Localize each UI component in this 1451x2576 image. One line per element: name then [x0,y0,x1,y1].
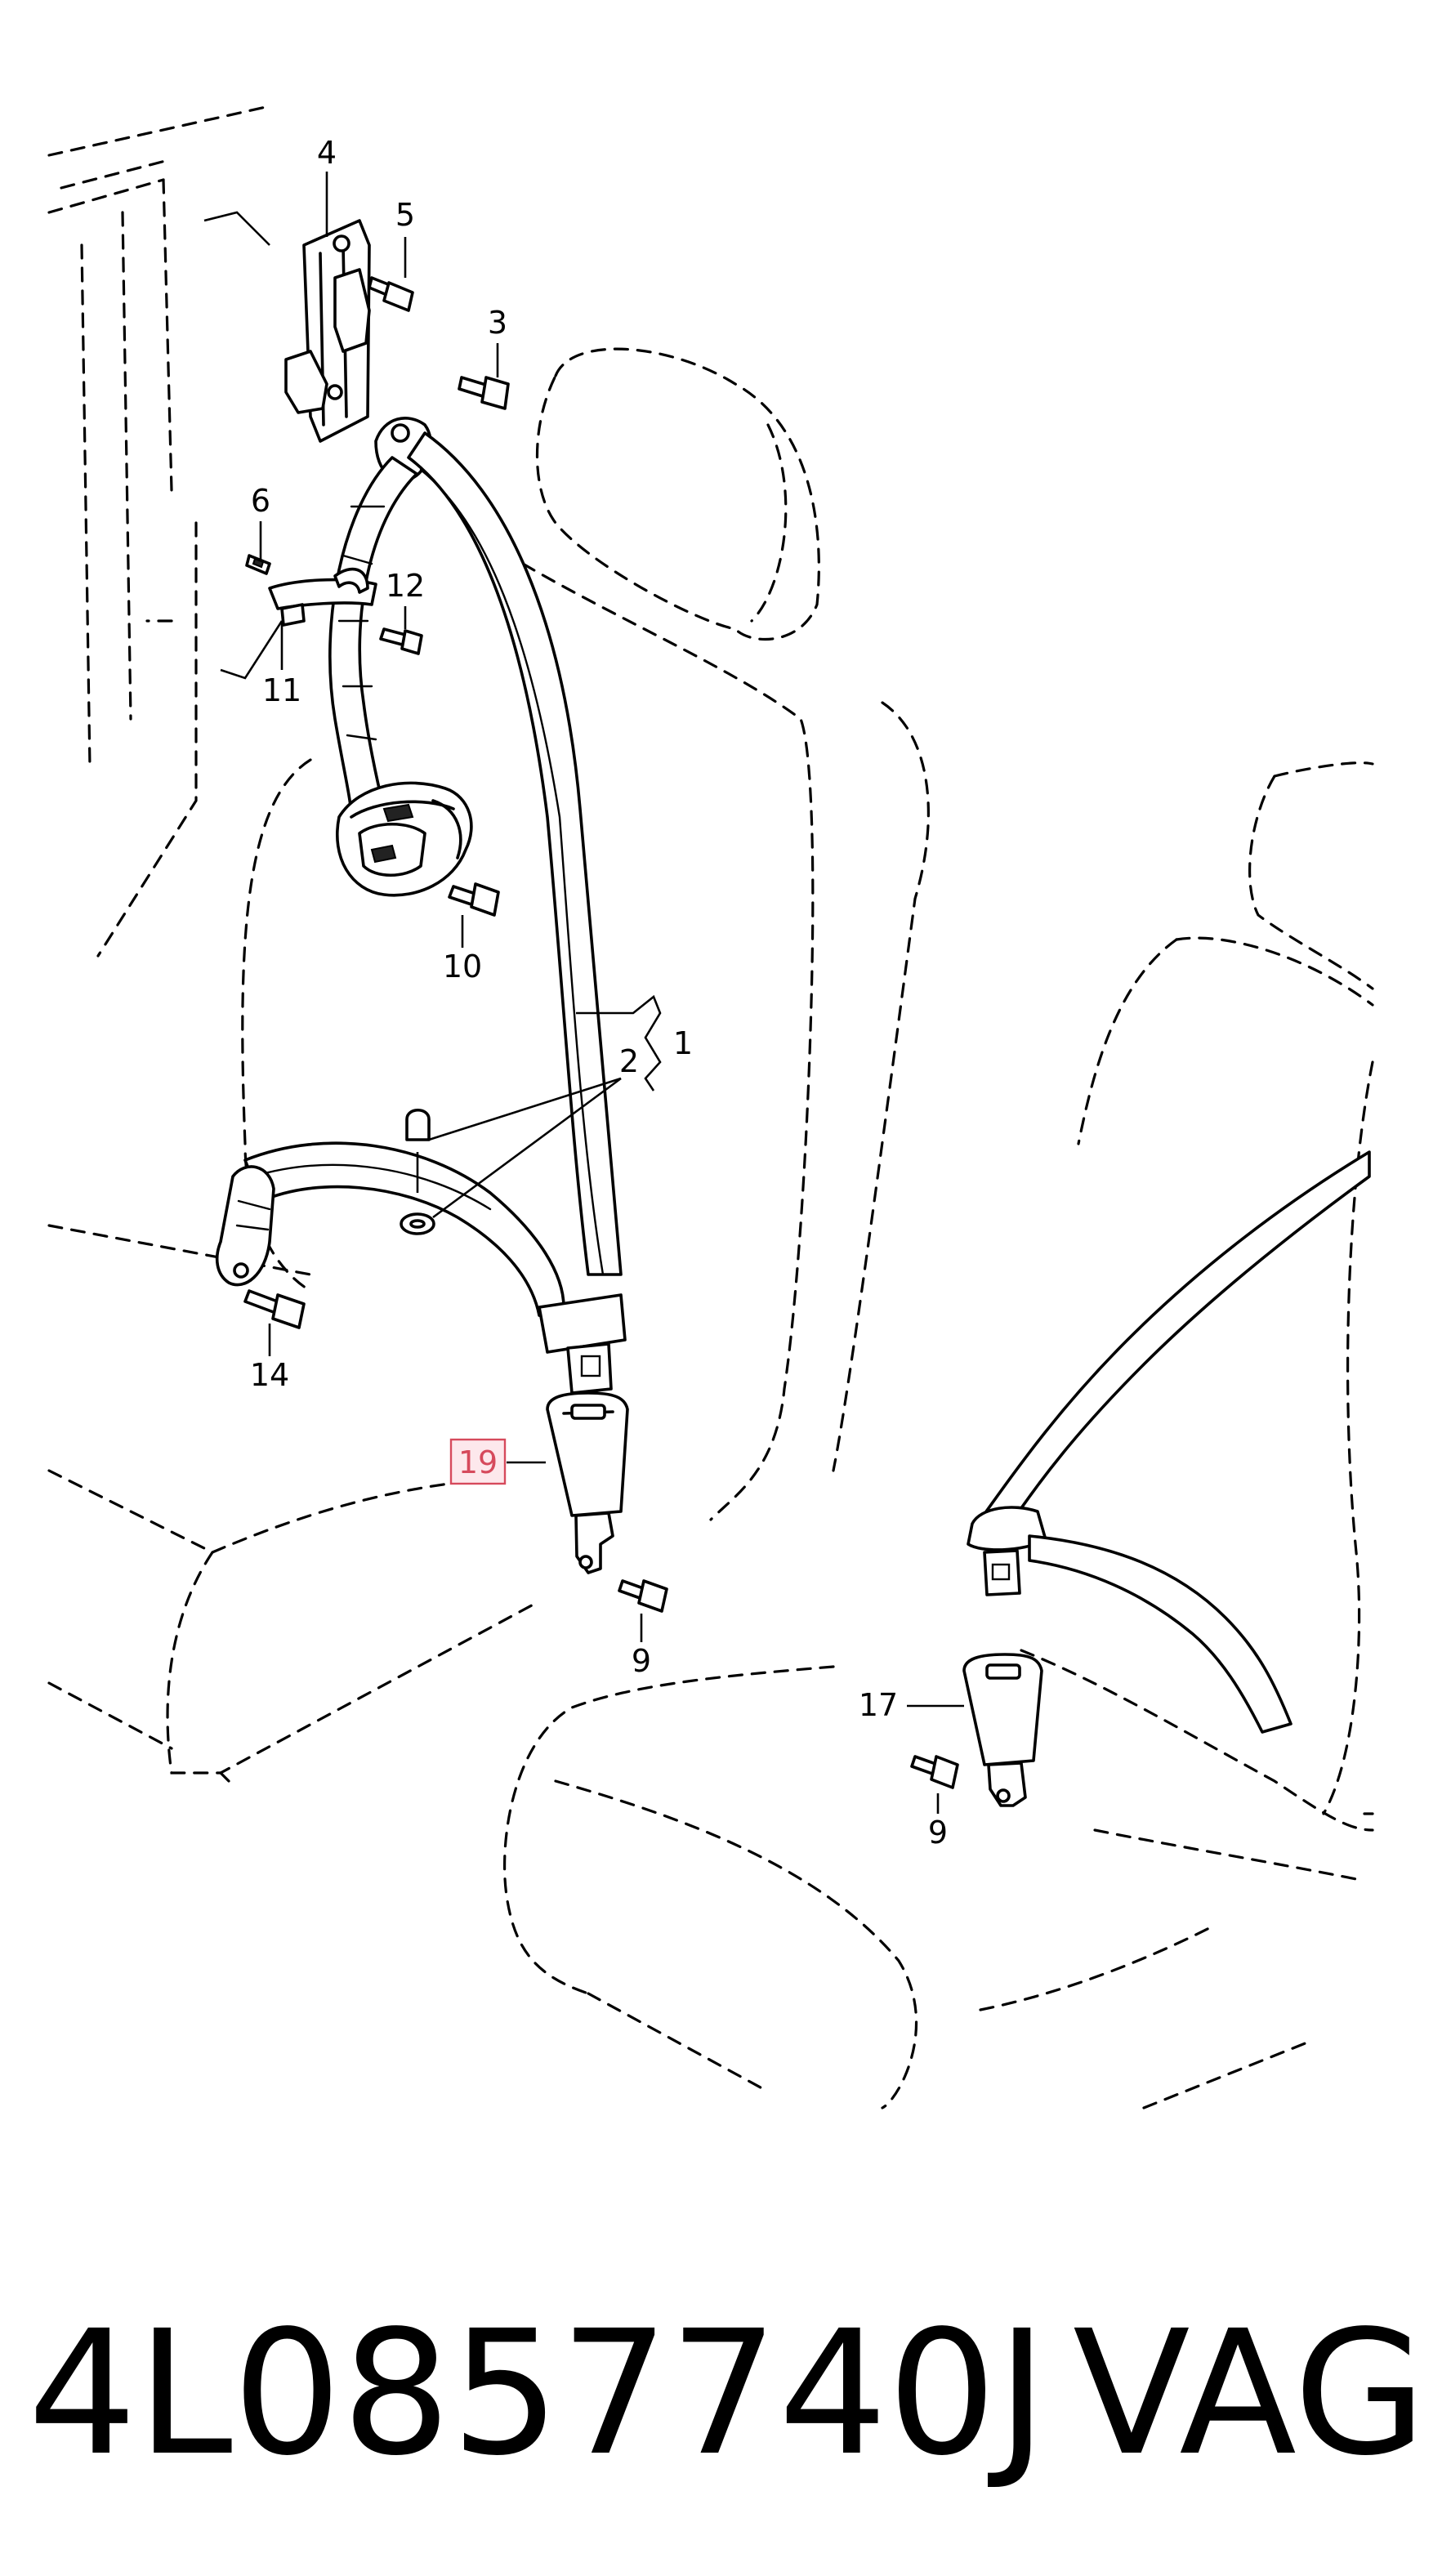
rear-belt [967,1150,1371,1734]
callout-1: 1 [673,1025,693,1061]
highlighted-callout[interactable]: 19 [449,1438,507,1485]
ghost-outlines [47,105,1374,2109]
bolt-2 [400,1108,435,1235]
callout-10: 10 [443,949,482,984]
bolt-14 [243,1289,306,1329]
callout-2: 2 [619,1043,639,1079]
callouts: 4 5 3 6 12 11 10 1 2 14 9 17 9 [250,135,948,1851]
callout-5: 5 [395,197,415,233]
callout-9-rear: 9 [928,1815,948,1851]
callout-12: 12 [386,568,425,604]
belt-tongue [538,1293,627,1395]
callout-9-front: 9 [632,1643,651,1679]
bolt-12 [379,627,423,655]
belt-webbing [215,417,623,1317]
part-number: 4L0857740J [28,2293,1047,2493]
bolt-9-front [618,1579,668,1613]
leader-lines [203,172,964,1814]
callout-14: 14 [250,1357,289,1393]
callout-11: 11 [262,672,301,708]
callout-6: 6 [251,483,270,519]
bolt-9-rear [910,1755,959,1789]
bolt-10 [448,882,500,917]
callout-17: 17 [859,1687,898,1723]
bolt-5 [368,276,414,312]
footer: 4L0857740J VAG [0,2271,1451,2516]
height-adjuster [284,219,371,443]
highlight-box [449,1438,507,1485]
front-buckle [546,1391,629,1574]
brand-label: VAG [1073,2293,1426,2493]
rear-buckle [962,1653,1043,1807]
callout-3: 3 [488,305,507,341]
belt-guide [245,554,377,627]
callout-4: 4 [317,135,337,171]
callout-19: 19 [458,1444,498,1480]
retractor [336,781,473,897]
seat-belt-exploded-diagram: 4 5 3 6 12 11 10 1 2 14 9 17 9 19 [47,105,1374,2109]
bolt-3 [458,376,510,410]
